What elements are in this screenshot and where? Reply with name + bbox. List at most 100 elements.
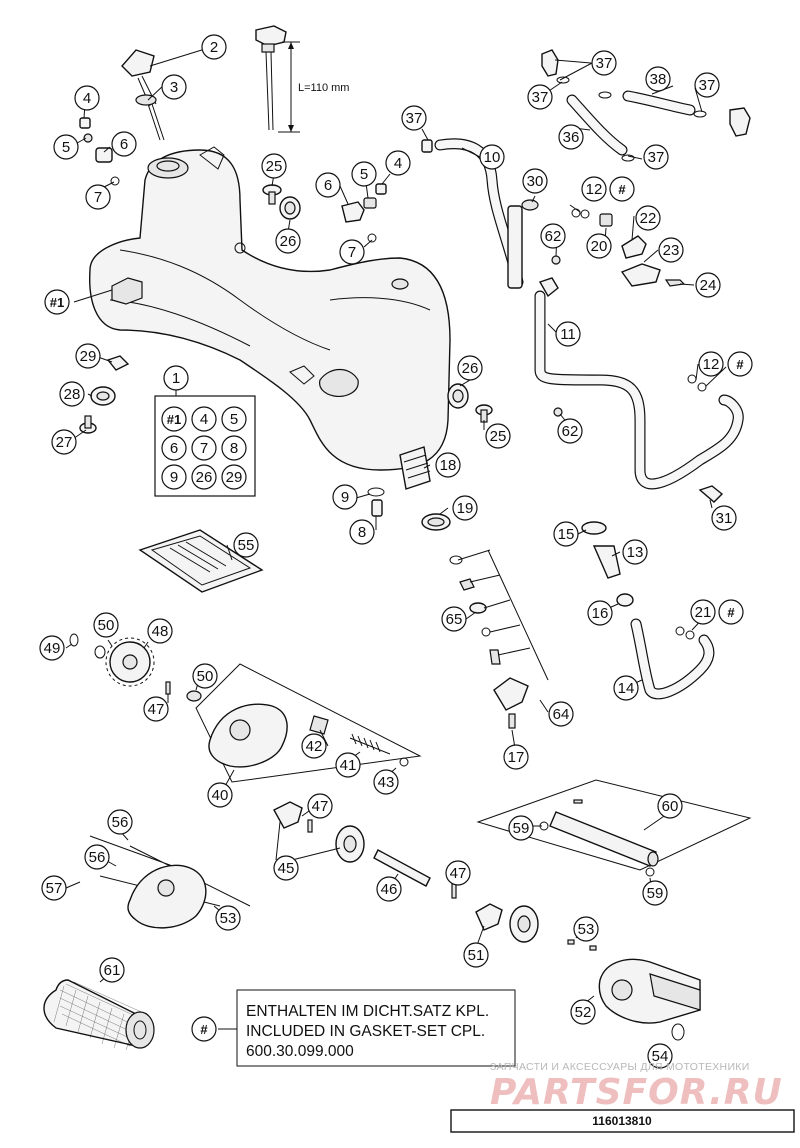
callout-label: 8 [358, 524, 366, 541]
callout-circle [221, 435, 247, 461]
callout-circle [581, 176, 607, 202]
callout-label: 22 [640, 210, 657, 227]
callout-circle [698, 351, 724, 377]
callout-52: 52 [570, 999, 596, 1025]
callout-circle [107, 809, 133, 835]
callout-29: 29 [75, 343, 101, 369]
filter-screen-55 [138, 529, 264, 593]
callout-label: 26 [462, 360, 479, 377]
callout-label: 28 [64, 386, 81, 403]
callout-circle [645, 66, 671, 92]
callout-label: 37 [406, 110, 423, 127]
callout-18: 18 [435, 452, 461, 478]
note-line-2: INCLUDED IN GASKET-SET CPL. [246, 1023, 485, 1040]
callout-55: 55 [233, 532, 259, 558]
fittings-cluster-right [507, 199, 686, 289]
callout-label: 47 [450, 865, 467, 882]
callout-51: 51 [463, 942, 489, 968]
callout-56: 56 [107, 809, 133, 835]
callout-label: # [618, 182, 626, 197]
callout-circle [207, 782, 233, 808]
note-box: ENTHALTEN IM DICHT.SATZ KPL. INCLUDED IN… [218, 989, 516, 1067]
callout-circle [161, 435, 187, 461]
pump-cover-53 [89, 835, 251, 929]
oil-filter-61 [43, 979, 155, 1051]
callout-circle [339, 239, 365, 265]
callout-label: # [727, 605, 735, 620]
tank-fittings-right [341, 183, 387, 243]
callout-27: 27 [51, 429, 77, 455]
callout-label: 16 [592, 605, 609, 622]
callout-circle [609, 176, 635, 202]
callout-circle [93, 612, 119, 638]
dimension-label: L=110 mm [298, 82, 349, 94]
drawing-number: 116013810 [592, 1114, 652, 1128]
callout-circle [99, 957, 125, 983]
watermark-line-2: PARTSFOR.RU [490, 1072, 783, 1113]
callout-23: 23 [658, 237, 684, 263]
callout-5: 5 [351, 161, 377, 187]
callout-circle [273, 855, 299, 881]
callout-label: 48 [152, 623, 169, 640]
callout-24: 24 [695, 272, 721, 298]
watermark: ЗАПЧАСТИ И АКСЕССУАРЫ ДЛЯ МОТОТЕХНИКИ PA… [490, 1061, 783, 1113]
callout-37: 37 [591, 50, 617, 76]
callout-label: 59 [647, 885, 664, 902]
callout-36: 36 [558, 124, 584, 150]
callout-label: 29 [80, 348, 97, 365]
callout-53: 53 [573, 916, 599, 942]
callout-30: 30 [522, 168, 548, 194]
callout-label: # [200, 1022, 208, 1037]
callout-label: 47 [312, 798, 329, 815]
callout-59: 59 [642, 880, 668, 906]
callout-circle [557, 418, 583, 444]
callout-circle [613, 675, 639, 701]
callout-label: 19 [457, 500, 474, 517]
callout-hash-1: #1 [44, 289, 70, 315]
callout-label: 12 [586, 181, 603, 198]
callout-label: 31 [716, 510, 733, 527]
callout-label: 1 [172, 370, 180, 387]
callout-label: 36 [563, 129, 580, 146]
callout-label: 6 [120, 136, 128, 153]
callout-label: 9 [170, 469, 178, 486]
callout-42: 42 [301, 733, 327, 759]
callout-circle [479, 144, 505, 170]
callout-label: 5 [360, 166, 368, 183]
callout-circle [307, 793, 333, 819]
callout-47: 47 [445, 860, 471, 886]
callout-59: 59 [508, 815, 534, 841]
callout-label: 62 [545, 228, 562, 245]
callout-circle [161, 74, 187, 100]
callout-61: 61 [99, 957, 125, 983]
callout-label: 27 [56, 434, 73, 451]
callout-53: 53 [215, 905, 241, 931]
callout-circle [586, 233, 612, 259]
callout-label: 56 [112, 814, 129, 831]
callout-circle [385, 150, 411, 176]
callout-label: 47 [148, 701, 165, 718]
callout-37: 37 [694, 72, 720, 98]
pump-52 [567, 939, 701, 1041]
callout-label: 2 [210, 39, 218, 56]
callout-label: 52 [575, 1004, 592, 1021]
callout-label: 41 [340, 757, 357, 774]
callout-label: 26 [280, 233, 297, 250]
callout-label: 50 [98, 617, 115, 634]
callout-label: 25 [266, 158, 283, 175]
callout-label: 9 [341, 489, 349, 506]
callout-hash: # [191, 1016, 217, 1042]
callout-57: 57 [41, 875, 67, 901]
callout-label: 57 [46, 880, 63, 897]
callout-circle [201, 34, 227, 60]
callout-22: 22 [635, 205, 661, 231]
callout-label: 5 [62, 139, 70, 156]
oil-pump-gear [69, 633, 202, 702]
callout-circle [435, 452, 461, 478]
note-line-1: ENTHALTEN IM DICHT.SATZ KPL. [246, 1003, 489, 1020]
callout-circle [335, 752, 361, 778]
callout-label: 8 [230, 440, 238, 457]
callout-label: # [736, 357, 744, 372]
callout-20: 20 [586, 233, 612, 259]
